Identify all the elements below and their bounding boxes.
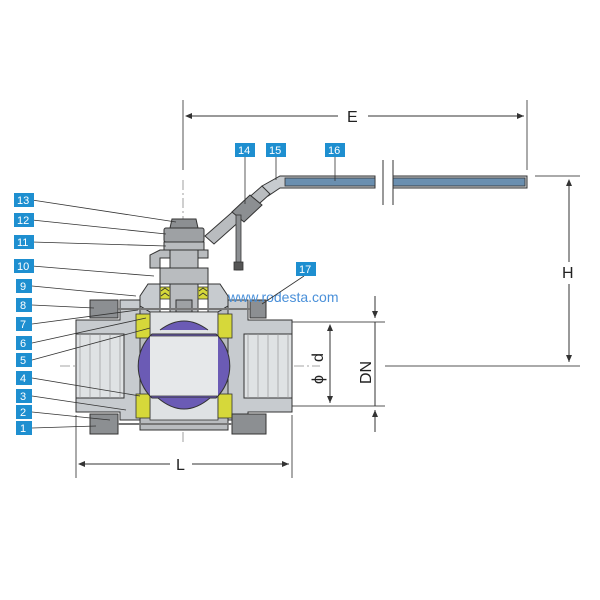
- svg-text:11: 11: [17, 237, 28, 249]
- svg-text:16: 16: [328, 145, 340, 157]
- part-tag-1: 1: [16, 421, 32, 435]
- svg-text:4: 4: [20, 373, 26, 385]
- dimension-d-label: d: [310, 353, 327, 362]
- part-tag-13: 13: [14, 193, 34, 207]
- part-tag-16: 16: [325, 143, 345, 157]
- svg-text:6: 6: [20, 338, 26, 350]
- part-tag-9: 9: [16, 279, 32, 293]
- part-tag-14: 14: [235, 143, 255, 157]
- svg-text:2: 2: [20, 407, 26, 419]
- svg-text:3: 3: [20, 391, 26, 403]
- part-tag-10: 10: [14, 259, 34, 273]
- dimension-dn-label: DN: [358, 361, 375, 384]
- dimension-e-label: E: [347, 109, 358, 126]
- leader-lines: [31, 157, 336, 429]
- dimension-l-label: L: [176, 457, 185, 474]
- part-tag-5: 5: [16, 353, 32, 367]
- part-tag-15: 15: [266, 143, 286, 157]
- part-tag-17: 17: [296, 262, 316, 276]
- svg-text:8: 8: [20, 300, 26, 312]
- part-tag-12: 12: [14, 213, 34, 227]
- svg-text:15: 15: [269, 145, 281, 157]
- svg-text:17: 17: [299, 264, 311, 276]
- svg-text:13: 13: [17, 195, 29, 207]
- watermark: www.rodesta.com: [227, 289, 338, 305]
- svg-text:9: 9: [20, 281, 26, 293]
- dimension-e: E: [182, 100, 528, 170]
- part-tag-6: 6: [16, 336, 32, 350]
- svg-text:14: 14: [238, 145, 250, 157]
- dimension-h: H: [385, 175, 580, 367]
- part-tag-2: 2: [16, 405, 32, 419]
- valve-body: [75, 299, 293, 435]
- stem-assembly: [139, 218, 229, 329]
- part-tag-4: 4: [16, 371, 32, 385]
- part-tag-8: 8: [16, 298, 32, 312]
- svg-text:10: 10: [17, 261, 29, 273]
- dimension-h-label: H: [562, 265, 574, 282]
- part-tags: 1 2 3 4 5 6 7 8 9 10 11 12 13 14 15 16 1…: [14, 143, 345, 435]
- svg-text:5: 5: [20, 355, 26, 367]
- dimension-l: L: [75, 415, 293, 478]
- svg-text:12: 12: [17, 215, 29, 227]
- dimension-d-phi: ϕ: [310, 375, 327, 384]
- handle: [204, 160, 528, 271]
- svg-text:7: 7: [20, 319, 26, 331]
- part-tag-3: 3: [16, 389, 32, 403]
- dimension-dn: DN: [345, 296, 385, 432]
- svg-text:1: 1: [20, 423, 26, 435]
- part-tag-7: 7: [16, 317, 32, 331]
- part-tag-11: 11: [14, 235, 34, 249]
